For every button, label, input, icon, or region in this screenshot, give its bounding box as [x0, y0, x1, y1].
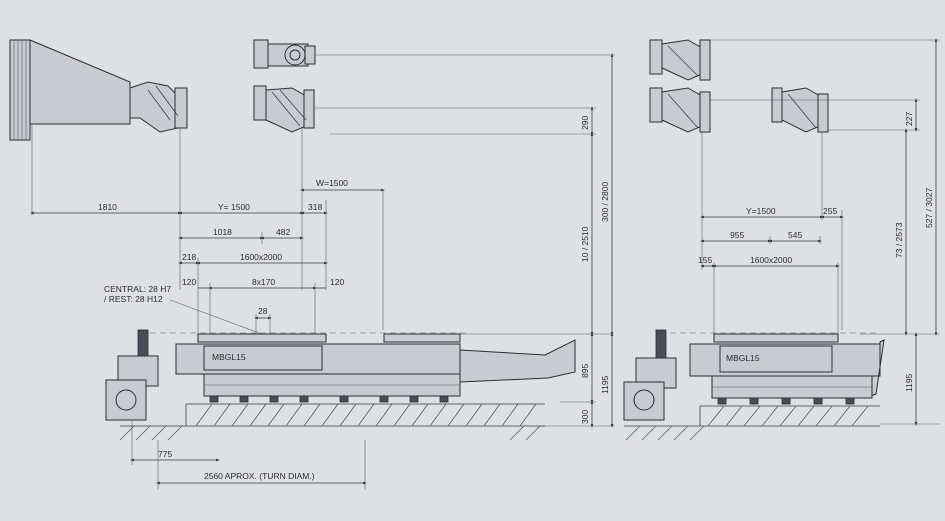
- right-table: MBGL15: [660, 332, 885, 405]
- left-table: MBGL15: [150, 332, 576, 403]
- left-floor: [119, 403, 545, 441]
- right-column-base: [623, 329, 677, 421]
- dim-290: 290: [580, 116, 590, 130]
- right-dimensions: Y=1500 255 955 545 155 1600x2000 227 73 …: [698, 38, 940, 426]
- dim-1810: 1810: [98, 202, 117, 212]
- dim-300: 300: [580, 410, 590, 424]
- dim-775: 775: [158, 449, 172, 459]
- right-view: Y=1500 255 955 545 155 1600x2000 227 73 …: [623, 38, 940, 441]
- dim-527-3027: 527 / 3027: [924, 188, 934, 228]
- right-head-middle: [649, 87, 711, 133]
- dim-318: 318: [308, 202, 322, 212]
- machine-label-right: MBGL15: [726, 353, 760, 363]
- left-column-base: [105, 329, 159, 421]
- dim-1195-right: 1195: [904, 373, 914, 392]
- dim-155: 155: [698, 255, 712, 265]
- dim-8x170: 8x170: [252, 277, 275, 287]
- note-rest: / REST: 28 H12: [104, 294, 163, 304]
- machine-label-left: MBGL15: [212, 352, 246, 362]
- dim-227: 227: [904, 112, 914, 126]
- note-central: CENTRAL: 28 H7: [104, 284, 171, 294]
- dim-10-2510: 10 / 2510: [580, 226, 590, 262]
- right-head-side: [771, 87, 829, 133]
- dim-545: 545: [788, 230, 802, 240]
- dim-1600x2000-right: 1600x2000: [750, 255, 792, 265]
- right-floor: [624, 405, 880, 441]
- dim-1600x2000-left: 1600x2000: [240, 252, 282, 262]
- dim-y1500-left: Y= 1500: [218, 202, 250, 212]
- dim-73-2573: 73 / 2573: [894, 222, 904, 258]
- dim-1195-left: 1195: [600, 375, 610, 394]
- left-view: 1810 Y= 1500 318 W=1500 1018 482 218 160…: [9, 39, 615, 490]
- dim-255: 255: [823, 206, 837, 216]
- dim-1018: 1018: [213, 227, 232, 237]
- dim-120-left: 120: [182, 277, 196, 287]
- dim-w1500: W=1500: [316, 178, 348, 188]
- dim-turn-diam: 2560 APROX. (TURN DIAM.): [204, 471, 315, 481]
- left-head-top: [253, 39, 316, 69]
- dim-218: 218: [182, 252, 196, 262]
- dim-120-right: 120: [330, 277, 344, 287]
- right-head-top: [649, 39, 711, 81]
- dim-955: 955: [730, 230, 744, 240]
- dim-300-2800: 300 / 2800: [600, 182, 610, 222]
- dim-482: 482: [276, 227, 290, 237]
- left-head-middle: [253, 85, 315, 133]
- dim-y1500-right: Y=1500: [746, 206, 776, 216]
- left-ram-assembly: [9, 39, 188, 141]
- dim-28: 28: [258, 306, 268, 316]
- left-dimensions: 1810 Y= 1500 318 W=1500 1018 482 218 160…: [30, 53, 615, 490]
- dim-895: 895: [580, 364, 590, 378]
